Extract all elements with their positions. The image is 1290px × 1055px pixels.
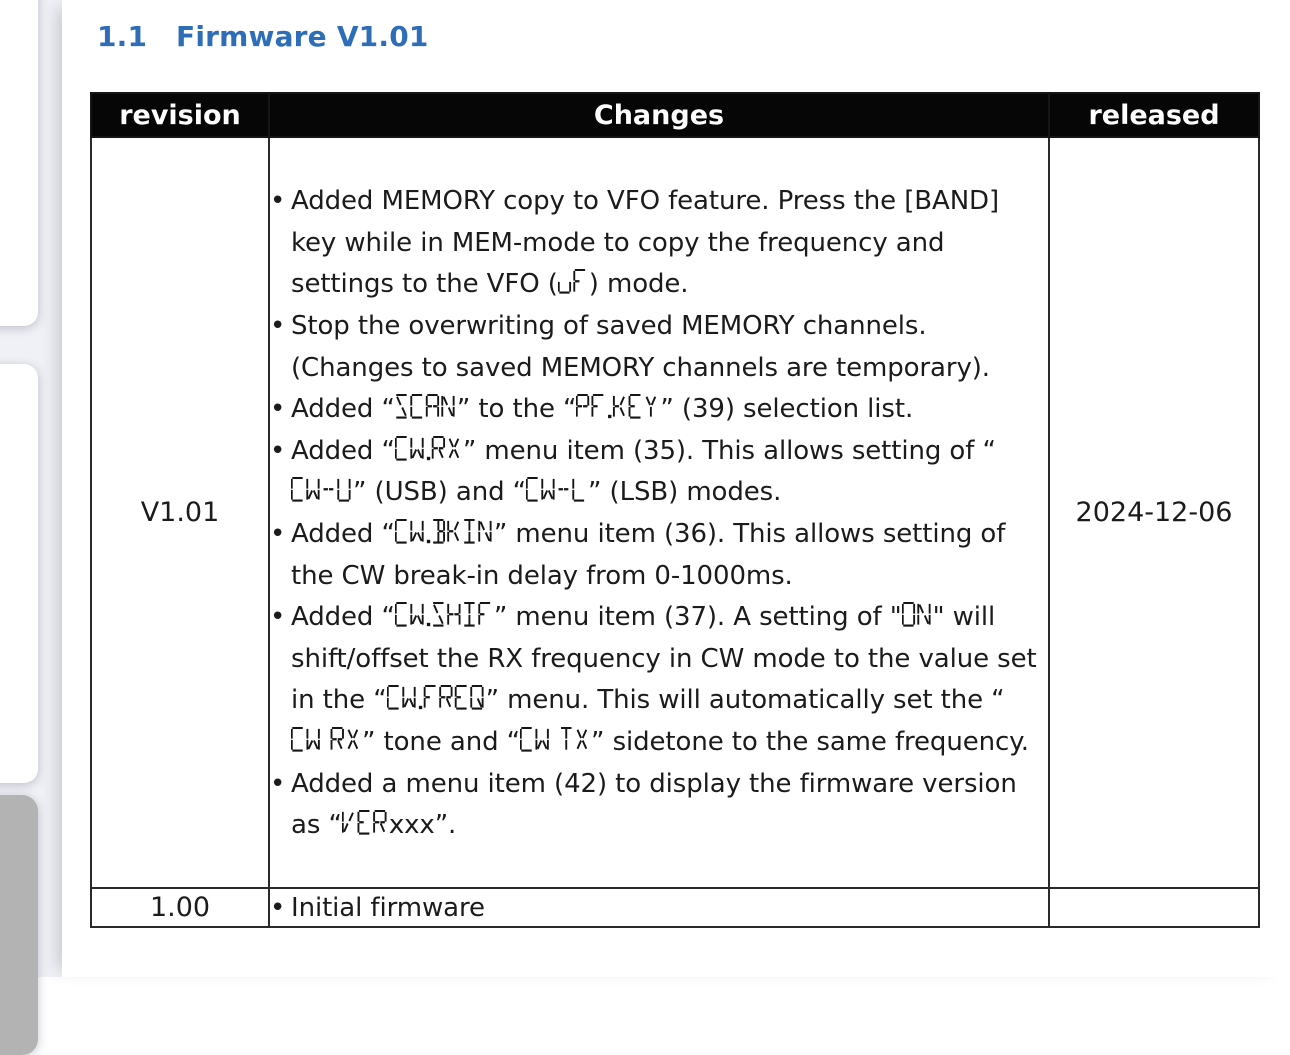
column-header-released: released: [1048, 92, 1260, 138]
change-item: Added MEMORY copy to VFO feature. Press …: [270, 181, 1048, 306]
segment-display-text: [290, 477, 351, 503]
page-thumbnail-partial[interactable]: [0, 0, 38, 326]
segment-display-text: [394, 435, 460, 461]
segment-display-text: [341, 809, 387, 835]
segment-display-text: [394, 518, 492, 544]
segment-display-text: [396, 394, 455, 419]
change-list: Added MEMORY copy to VFO feature. Press …: [270, 181, 1048, 847]
column-header-revision: revision: [90, 92, 270, 138]
released-cell: [1048, 887, 1260, 928]
change-item: Stop the overwriting of saved MEMORY cha…: [270, 306, 1048, 389]
table-header: revision Changes released: [90, 92, 1260, 138]
change-item: Added a menu item (42) to display the fi…: [270, 764, 1048, 847]
change-item: Added “” menu item (37). A setting of ""…: [270, 597, 1048, 763]
segment-display-text: [519, 726, 588, 752]
released-cell: 2024-12-06: [1048, 136, 1260, 889]
segment-display-text: [525, 477, 585, 503]
page-thumbnail-partial[interactable]: [0, 795, 38, 1055]
document-page: 1.1 Firmware V1.01 revision Changes relea…: [62, 0, 1290, 977]
section-number: 1.1: [97, 20, 148, 53]
segment-display-text: [394, 601, 490, 627]
revision-cell: V1.01: [90, 136, 270, 889]
segment-display-text: [386, 685, 484, 711]
page-thumbnail-partial[interactable]: [0, 364, 38, 783]
change-item: Added “” menu item (36). This allows set…: [270, 514, 1048, 597]
table-row: 1.00Initial firmware: [90, 887, 1260, 928]
revision-cell: 1.00: [90, 887, 270, 928]
change-list: Initial firmware: [270, 890, 1048, 926]
change-item: Added “” to the “” (39) selection list.: [270, 389, 1048, 431]
segment-display-text: [557, 269, 585, 295]
segment-display-text: [901, 601, 931, 627]
firmware-revision-table: revision Changes released V1.01Added MEM…: [90, 92, 1260, 928]
section-title: Firmware V1.01: [176, 20, 429, 53]
change-item: Initial firmware: [270, 890, 1048, 926]
changes-cell: Initial firmware: [268, 887, 1050, 928]
column-header-changes: Changes: [268, 92, 1050, 138]
table-body: V1.01Added MEMORY copy to VFO feature. P…: [90, 136, 1260, 928]
change-item: Added “” menu item (35). This allows set…: [270, 431, 1048, 514]
section-heading: 1.1 Firmware V1.01: [97, 20, 429, 53]
changes-cell: Added MEMORY copy to VFO feature. Press …: [268, 136, 1050, 889]
table-row: V1.01Added MEMORY copy to VFO feature. P…: [90, 136, 1260, 889]
page-thumbnail-strip: [0, 0, 62, 1055]
segment-display-text: [290, 726, 359, 752]
segment-display-text: [576, 394, 657, 419]
